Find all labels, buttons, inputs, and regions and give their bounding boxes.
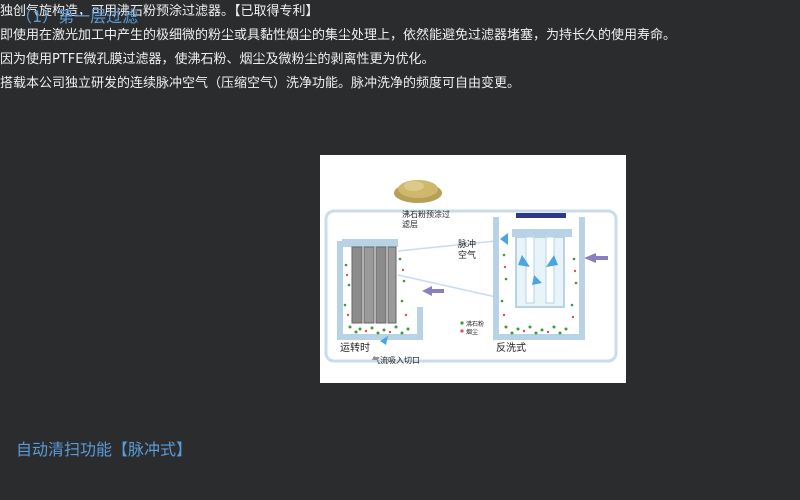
section-title-auto-cleaning: 自动清扫功能【脉冲式】: [16, 440, 193, 459]
airflow-arrow-right-tank: [584, 253, 608, 263]
section1-line-3: 因为使用PTFE微孔膜过滤器，使沸石粉、烟尘及微粉尘的剥离性更为优化。: [0, 52, 435, 67]
section-title-first-layer-filter: （1）第一层过滤: [16, 7, 139, 26]
pulse-header-bar: [516, 213, 566, 218]
zoom-line-top: [397, 240, 497, 252]
section1-body: 独创气旋构造，可用沸石粉预涂过滤器。【已取得专利】 即使用在激光加工中产生的极细…: [0, 0, 800, 72]
precoat-label-line1: 沸石粉预涂过: [402, 209, 450, 219]
legend-fume-label: 烟尘: [466, 328, 478, 336]
section2-line-1: 搭载本公司独立研发的连续脉冲空气（压缩空气）洗净功能。脉冲洗净的频度可自由变更。: [0, 76, 521, 91]
diagram-legend: [460, 321, 464, 333]
section2-body: 搭载本公司独立研发的连续脉冲空气（压缩空气）洗净功能。脉冲洗净的频度可自由变更。: [0, 72, 800, 96]
inlet-label: 气流吸入切口: [372, 355, 420, 365]
zeolite-powder-pile: [394, 180, 442, 203]
backwash-tank: [493, 213, 585, 340]
airflow-arrow-left-tank: [422, 286, 444, 296]
section1-line-2: 即使用在激光加工中产生的极细微的粉尘或具黏性烟尘的集尘处理上，依然能避免过滤器堵…: [0, 28, 677, 43]
diagram-frame: [324, 209, 618, 363]
zoom-line-bottom: [397, 274, 497, 298]
filter-diagram-svg: 沸石粉预涂过 滤层 脉冲 空气 沸石粉 烟尘 运转时 气流吸入切口 反洗式: [324, 180, 618, 365]
pulse-air-arrows: [518, 255, 558, 285]
legend-zeolite-label: 沸石粉: [466, 320, 484, 328]
pulse-label-line2: 空气: [458, 249, 476, 261]
pulse-label-line1: 脉冲: [458, 238, 476, 250]
precoat-label-line2: 滤层: [402, 219, 418, 229]
section1-line-1: 独创气旋构造，可用沸石粉预涂过滤器。【已取得专利】: [0, 4, 319, 19]
filter-diagram-figure: 沸石粉预涂过 滤层 脉冲 空气 沸石粉 烟尘 运转时 气流吸入切口 反洗式: [320, 155, 626, 383]
backwash-label: 反洗式: [496, 341, 526, 354]
pulse-inlet-arrow: [500, 233, 508, 245]
running-tank: [337, 239, 423, 340]
running-label: 运转时: [340, 341, 370, 354]
airflow-arrow-inlet: [380, 336, 388, 345]
